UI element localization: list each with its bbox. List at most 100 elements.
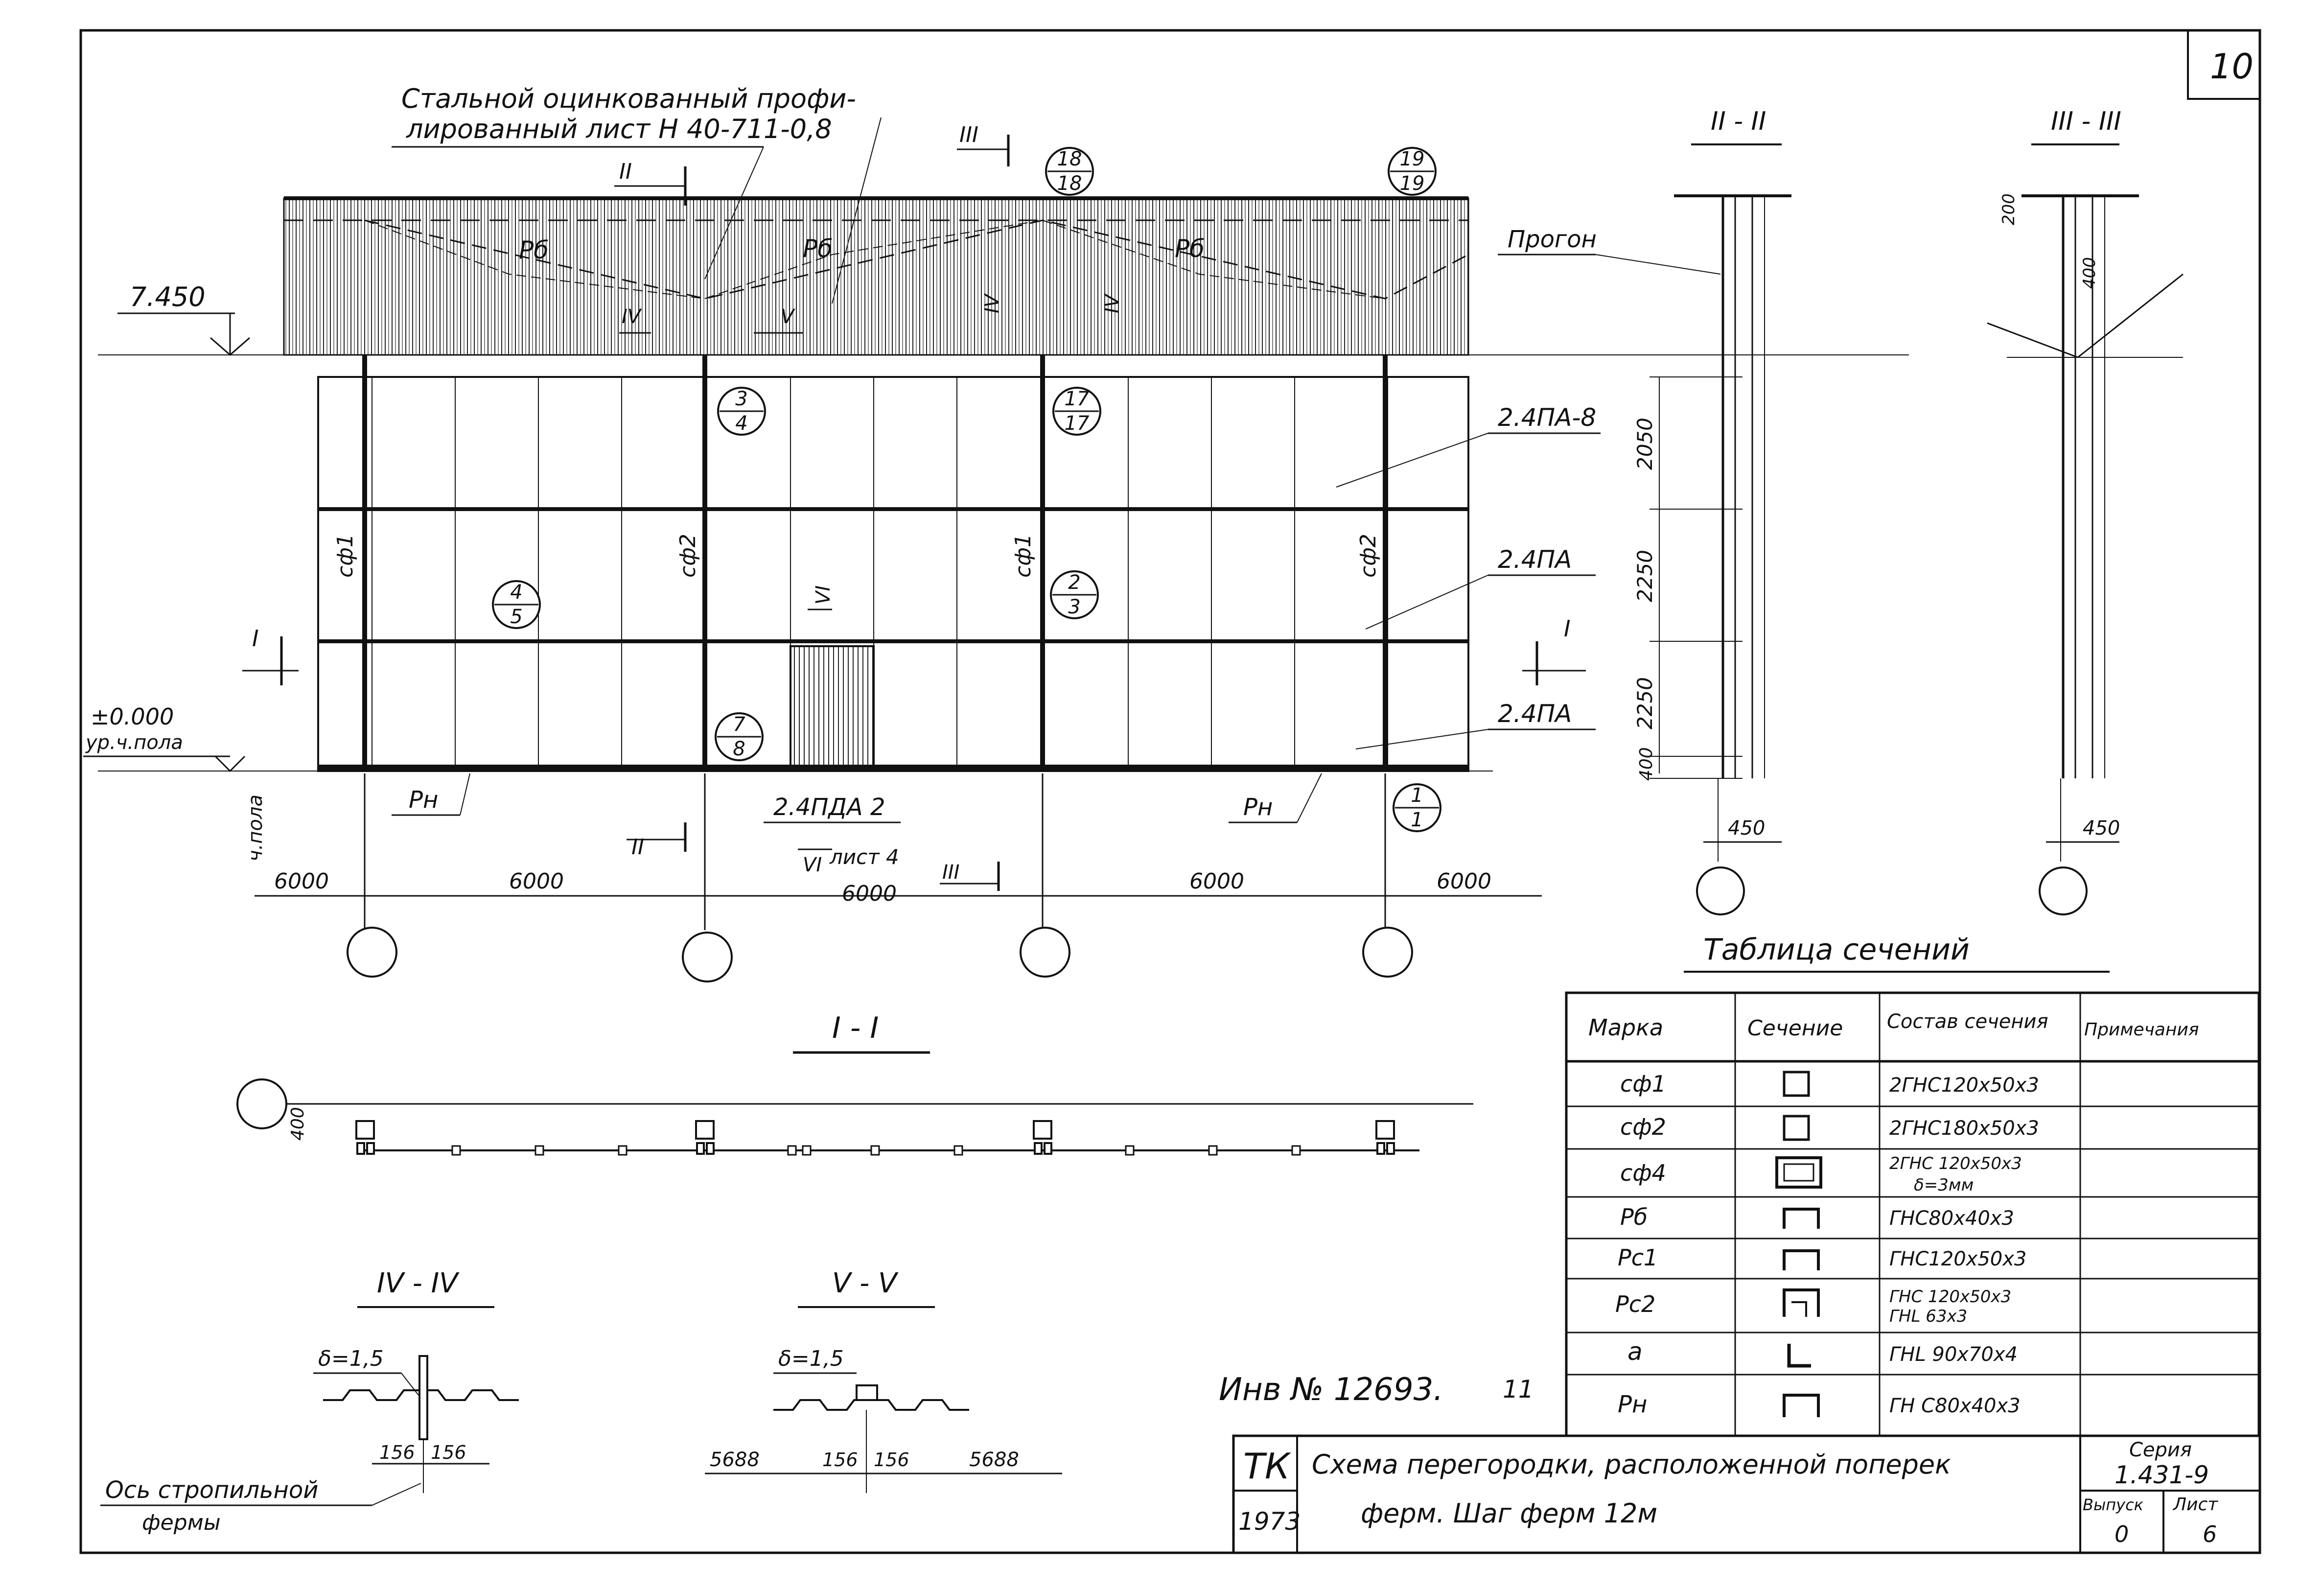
table-mark: Рс2 [1615, 1291, 1655, 1317]
plan-column [355, 1120, 1395, 1155]
table-mark: Рб [1620, 1204, 1648, 1230]
channel-section-icon [1783, 1249, 1820, 1270]
table-mark: а [1627, 1337, 1643, 1366]
node-mark: 4 5 [492, 580, 541, 629]
span-dim: 6000 [1437, 869, 1491, 894]
plate-box-section-icon [1775, 1156, 1822, 1189]
section-2-dim: 400 [1636, 747, 1656, 781]
table-composition: 2ГНС180х50х3 [1889, 1117, 2039, 1140]
axis-bubble [1696, 866, 1745, 915]
section-4: IV - IV δ=1,5 156 156 Ось стропильной фе… [100, 1267, 519, 1535]
svg-text:1: 1 [1411, 809, 1423, 831]
org-code: ТК [1243, 1446, 1291, 1487]
section-5-dim: 156 [874, 1449, 909, 1471]
level-top: 7.450 [130, 281, 206, 312]
floor-label: ч.пола [244, 795, 267, 862]
section-mark: II [619, 159, 632, 184]
base-label: Рн [1243, 794, 1273, 821]
section-mark: IV [1101, 293, 1123, 313]
section-1-dim: 400 [288, 1107, 308, 1141]
section-1-title: I - I [832, 1011, 879, 1045]
svg-text:3: 3 [735, 388, 747, 410]
section-5-title: V - V [832, 1267, 899, 1299]
section-2: II - II Прогон 2050 2250 2250 400 450 [1498, 107, 1791, 915]
span-dim: 6000 [274, 869, 329, 894]
column-label: сф1 [333, 534, 358, 578]
section-5: V - V δ=1,5 5688 156 156 5688 [705, 1267, 1062, 1493]
table-mark: сф1 [1620, 1071, 1666, 1097]
thickness-label: δ=1,5 [318, 1346, 384, 1371]
section-2-title: II - II [1711, 107, 1766, 136]
sheet-label: Лист [2172, 1495, 2218, 1515]
node-mark: 7 8 [715, 712, 764, 761]
table-header: Марка [1588, 1014, 1663, 1041]
svg-text:18: 18 [1057, 148, 1082, 170]
section-2-dim: 2250 [1633, 677, 1657, 729]
section-mark: IV [981, 293, 1003, 313]
title-block: ТК 1973 Схема перегородки, расположенной… [1232, 1434, 2261, 1554]
roof-note-line1: Стальной оцинкованный профи- [401, 83, 856, 114]
axis-bubble [347, 927, 397, 978]
channel-section-icon [1783, 1394, 1820, 1417]
axis-bubble [1362, 927, 1413, 978]
table-composition: ГНL 63х3 [1889, 1307, 1967, 1326]
section-mark: III [942, 861, 959, 884]
table-composition: ГН С80х40х3 [1889, 1395, 2021, 1417]
purlin-label: Рб [519, 236, 549, 264]
issue-label: Выпуск [2083, 1496, 2144, 1514]
svg-text:18: 18 [1057, 172, 1082, 195]
level-zero: ±0.000 [91, 703, 174, 730]
sheet-ref: лист 4 [829, 845, 899, 869]
level-zero-sub: ур.ч.пола [85, 731, 183, 754]
thickness-label: δ=1,5 [778, 1346, 844, 1371]
section-2-dim: 450 [1728, 817, 1765, 840]
drawing-title-line1: Схема перегородки, расположенной поперек [1312, 1449, 1951, 1480]
node-mark: 1 1 [1393, 783, 1441, 832]
panel-callout: 2.4ПА [1498, 545, 1572, 574]
channel-angle-section-icon [1783, 1288, 1820, 1317]
section-1: I - I 400 [236, 1011, 1473, 1156]
wall-outline [317, 376, 1469, 772]
node-mark: 2 3 [1050, 570, 1099, 619]
section-mark: VI [812, 585, 835, 605]
axis-bubble [2039, 866, 2088, 915]
table-composition: ГНС 120х50х3 [1889, 1287, 2011, 1307]
table-mark: Рн [1618, 1391, 1647, 1418]
axis-note-line1: Ось стропильной [105, 1476, 318, 1504]
svg-text:8: 8 [733, 738, 745, 760]
section-mark: V [781, 305, 795, 328]
column-label: сф2 [1356, 534, 1381, 578]
issue-value: 0 [2115, 1521, 2129, 1547]
panel-grid [372, 377, 1388, 771]
section-5-dim: 5688 [710, 1449, 760, 1471]
node-mark: 19 19 [1388, 147, 1437, 196]
table-composition: δ=3мм [1914, 1175, 1974, 1195]
column-label: сф1 [1011, 534, 1036, 578]
svg-text:2: 2 [1068, 571, 1080, 594]
section-2-dim: 2250 [1633, 550, 1657, 602]
section-4-title: IV - IV [377, 1267, 460, 1299]
section-mark: I [1564, 615, 1571, 642]
table-title: Таблица сечений [1703, 933, 1970, 967]
span-dim: 6000 [509, 869, 564, 894]
angle-section-icon [1787, 1344, 1811, 1368]
table-mark: сф2 [1620, 1114, 1666, 1140]
section-mark: VI [803, 854, 822, 876]
inventory-suffix: 11 [1503, 1375, 1534, 1403]
table-header: Примечания [2084, 1020, 2199, 1040]
svg-text:7: 7 [733, 713, 745, 736]
svg-text:17: 17 [1065, 412, 1090, 435]
svg-text:4: 4 [735, 412, 747, 435]
section-4-dim: 156 [379, 1442, 415, 1463]
svg-text:1: 1 [1411, 784, 1423, 807]
box-section-icon [1783, 1071, 1810, 1097]
axis-bubble [682, 932, 733, 982]
section-mark: II [631, 835, 644, 860]
purlin-label: Прогон [1508, 226, 1597, 253]
purlin-label: Рб [1175, 234, 1205, 263]
sheet-number-box [2187, 29, 2261, 100]
drawing-title-line2: ферм. Шаг ферм 12м [1361, 1498, 1657, 1529]
door-label: 2.4ПДА 2 [773, 794, 885, 821]
svg-text:4: 4 [510, 581, 522, 604]
